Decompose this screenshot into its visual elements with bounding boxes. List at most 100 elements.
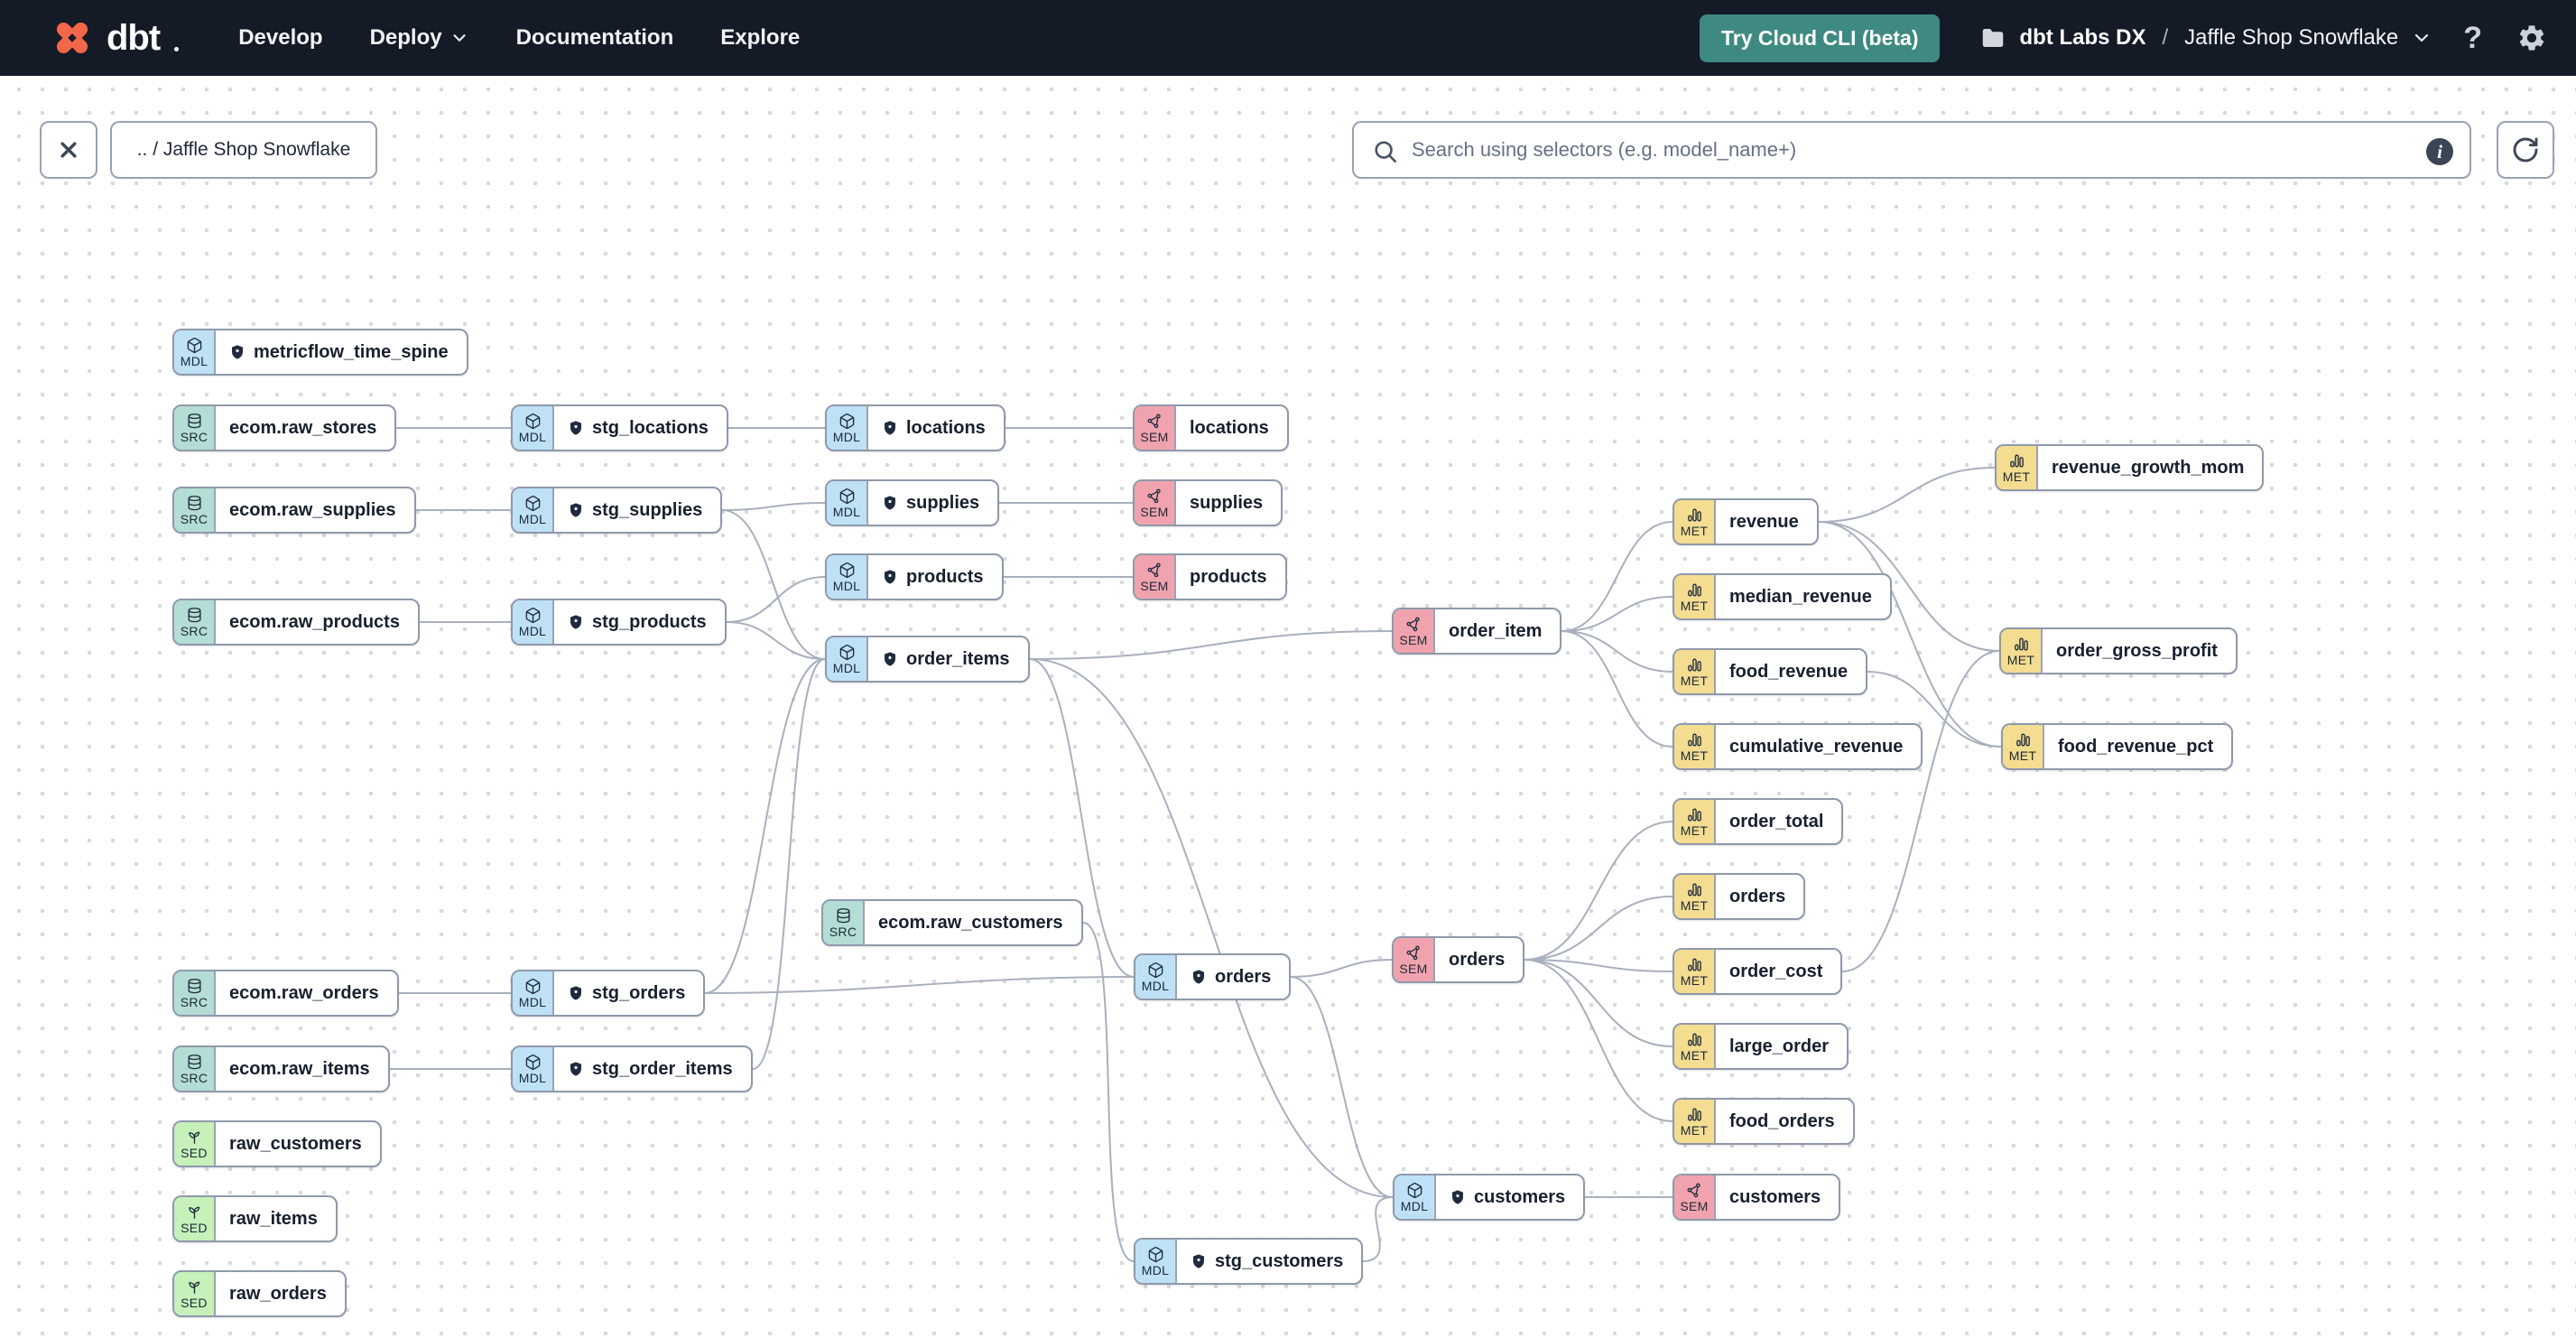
close-icon xyxy=(55,136,82,163)
cube-icon xyxy=(524,607,542,624)
node-type-badge: SRC xyxy=(174,1047,216,1091)
graph-node-sem_products[interactable]: SEM products xyxy=(1133,553,1287,600)
seedling-icon xyxy=(186,1203,203,1221)
nav-item-label: Deploy xyxy=(369,25,442,50)
node-label-area: ecom.raw_items xyxy=(216,1047,388,1091)
nav-item-develop[interactable]: Develop xyxy=(238,25,322,51)
refresh-button[interactable] xyxy=(2497,121,2554,179)
node-type-badge: MDL xyxy=(513,406,554,450)
node-type-abbr: MDL xyxy=(1141,1263,1170,1278)
node-label: products xyxy=(1190,566,1267,587)
search-input[interactable] xyxy=(1412,123,2415,177)
search-icon xyxy=(1372,138,1399,165)
node-label-area: stg_supplies xyxy=(554,488,720,532)
help-button[interactable]: ? xyxy=(2460,17,2486,60)
node-label: order_items xyxy=(906,648,1010,669)
bar-chart-icon xyxy=(1686,581,1703,599)
shield-icon xyxy=(568,614,584,630)
dbt-logo[interactable]: dbt xyxy=(51,16,180,60)
node-type-abbr: SED xyxy=(181,1221,208,1235)
node-type-badge: SEM xyxy=(1135,555,1176,599)
shield-icon xyxy=(568,985,584,1001)
node-type-abbr: MET xyxy=(2002,469,2031,484)
node-type-badge: MDL xyxy=(1135,955,1177,999)
lineage-edge-stg_products-to-products xyxy=(726,576,826,623)
node-type-abbr: SEM xyxy=(1140,505,1169,519)
node-type-abbr: SEM xyxy=(1140,430,1169,444)
database-icon xyxy=(186,607,203,624)
bar-chart-icon xyxy=(1686,956,1703,973)
node-type-abbr: MET xyxy=(1680,898,1709,913)
settings-button[interactable] xyxy=(2513,19,2551,57)
breadcrumb[interactable]: .. / Jaffle Shop Snowflake xyxy=(110,121,377,179)
account-name: dbt Labs DX xyxy=(2019,25,2146,50)
node-label: stg_locations xyxy=(592,417,709,438)
graph-node-stg_locations[interactable]: MDL stg_locations xyxy=(511,404,728,451)
close-button[interactable] xyxy=(40,121,97,179)
shield-icon xyxy=(1191,969,1207,985)
info-icon[interactable]: i xyxy=(2426,138,2453,165)
project-selector[interactable]: dbt Labs DX / Jaffle Shop Snowflake xyxy=(1979,24,2432,51)
node-type-badge: MET xyxy=(1674,1025,1716,1068)
node-label: metricflow_time_spine xyxy=(254,341,449,362)
folder-icon xyxy=(1979,24,2006,51)
lineage-edge-order_items-to-orders xyxy=(1029,658,1135,978)
nav-item-explore[interactable]: Explore xyxy=(720,25,800,51)
node-type-abbr: SED xyxy=(181,1296,208,1310)
cube-icon xyxy=(186,337,203,354)
node-label-area: order_item xyxy=(1435,609,1560,653)
lineage-edge-order_items-to-customers xyxy=(1029,658,1394,1198)
help-icon: ? xyxy=(2463,20,2482,55)
nav-item-documentation[interactable]: Documentation xyxy=(516,25,674,51)
node-type-abbr: SRC xyxy=(180,995,208,1009)
node-type-badge: SEM xyxy=(1674,1175,1716,1219)
lineage-edge-stg_supplies-to-order_items xyxy=(721,509,826,660)
navbar-right-group: Try Cloud CLI (beta) dbt Labs DX / Jaffl… xyxy=(1699,14,2551,62)
node-label-area: ecom.raw_customers xyxy=(865,901,1081,944)
node-type-abbr: SRC xyxy=(180,430,208,444)
lineage-canvas[interactable]: .. / Jaffle Shop Snowflake i MDLmetricfl… xyxy=(0,76,2576,1338)
refresh-icon xyxy=(2511,135,2540,164)
try-cloud-cli-button[interactable]: Try Cloud CLI (beta) xyxy=(1699,14,1941,62)
nav-item-deploy[interactable]: Deploy xyxy=(370,25,469,51)
node-type-badge: MET xyxy=(1674,800,1716,843)
